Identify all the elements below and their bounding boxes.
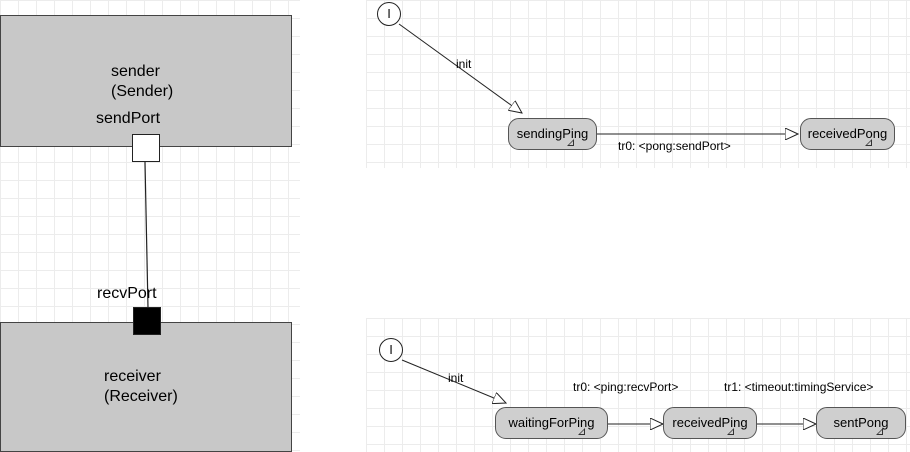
state-sendingPing[interactable]: sendingPing [508,118,597,150]
state-sendingPing-label: sendingPing [516,126,589,141]
receiver-actor[interactable]: receiver (Receiver) [0,322,292,452]
sender-initial-pseudostate[interactable]: I [377,2,401,26]
sender-tr0-label: tr0: <pong:sendPort> [618,139,731,153]
state-receivedPong[interactable]: receivedPong [800,118,895,150]
recv-port-label: recvPort [97,285,157,302]
receiver-init-transition[interactable] [401,359,506,403]
state-sentPong[interactable]: sentPong [816,407,906,439]
state-waitingForPing[interactable]: waitingForPing [495,407,608,439]
sender-init-label: init [456,57,472,71]
port-binding-line[interactable] [144,161,149,309]
send-port[interactable] [132,134,160,162]
sender-actor-type: (Sender) [111,83,174,100]
substate-marker-icon [727,428,734,435]
state-receivedPong-label: receivedPong [807,126,888,141]
state-waitingForPing-label: waitingForPing [508,415,595,430]
substate-marker-icon [567,139,574,146]
receiver-init-label: init [448,371,464,385]
sender-init-transition[interactable] [398,23,522,113]
receiver-tr1-label: tr1: <timeout:timingService> [724,380,874,394]
state-sentPong-label: sentPong [833,415,889,430]
state-receivedPing[interactable]: receivedPing [663,407,757,439]
substate-marker-icon [876,428,883,435]
state-receivedPing-label: receivedPing [672,415,748,430]
sender-actor[interactable]: sender (Sender) [0,15,292,147]
recv-port[interactable] [133,307,161,335]
substate-marker-icon [865,139,872,146]
receiver-tr0-label: tr0: <ping:recvPort> [573,380,679,394]
substate-marker-icon [578,428,585,435]
receiver-initial-pseudostate[interactable]: I [379,338,403,362]
receiver-actor-type: (Receiver) [104,388,178,405]
receiver-actor-name: receiver [104,368,161,385]
send-port-label: sendPort [96,110,161,127]
sender-actor-name: sender [111,63,160,80]
